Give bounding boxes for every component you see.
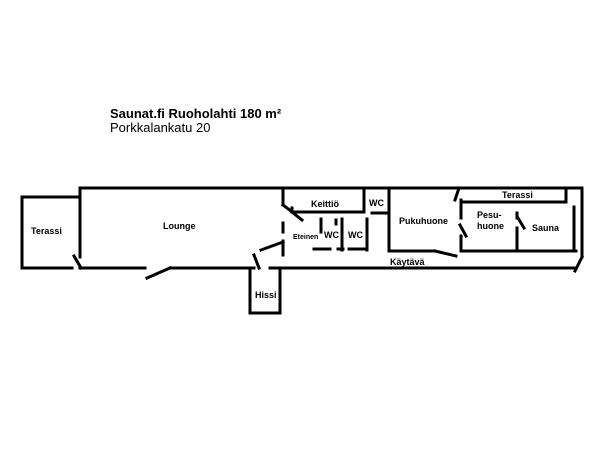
sauna-label: Sauna	[532, 223, 560, 233]
elevator-door	[252, 253, 261, 270]
elevator-wall	[248, 266, 282, 315]
hissi-label: Hissi	[255, 290, 277, 300]
lounge-label: Lounge	[163, 221, 196, 231]
keittio-label: Keittiö	[311, 199, 340, 209]
lounge-door	[259, 240, 285, 252]
terassi-right-label: Terassi	[502, 190, 533, 200]
pesuhuone-label-line2: huone	[477, 221, 504, 231]
plan-title: Saunat.fi Ruoholahti 180 m²	[110, 106, 282, 121]
pukuhuone-door	[433, 249, 458, 258]
east-door	[572, 254, 585, 274]
wc-1-label: WC	[324, 230, 339, 240]
terrace-left-door	[71, 253, 84, 271]
outer-wall-top	[78, 186, 584, 259]
pukuhuone-label: Pukuhuone	[399, 216, 448, 226]
pesuhuone-label-line1: Pesu-	[477, 210, 502, 220]
wc-2-label: WC	[348, 230, 363, 240]
terassi-left-label: Terassi	[31, 226, 62, 236]
eteinen-label: Eteinen	[293, 234, 318, 241]
lounge-entrance-door	[145, 266, 172, 280]
plan-address: Porkkalankatu 20	[110, 120, 211, 135]
kaytava-label: Käytävä	[390, 257, 426, 267]
wc-top-label: WC	[369, 198, 384, 208]
kitchen-door	[289, 209, 305, 223]
terrace-left-wall	[20, 195, 82, 270]
